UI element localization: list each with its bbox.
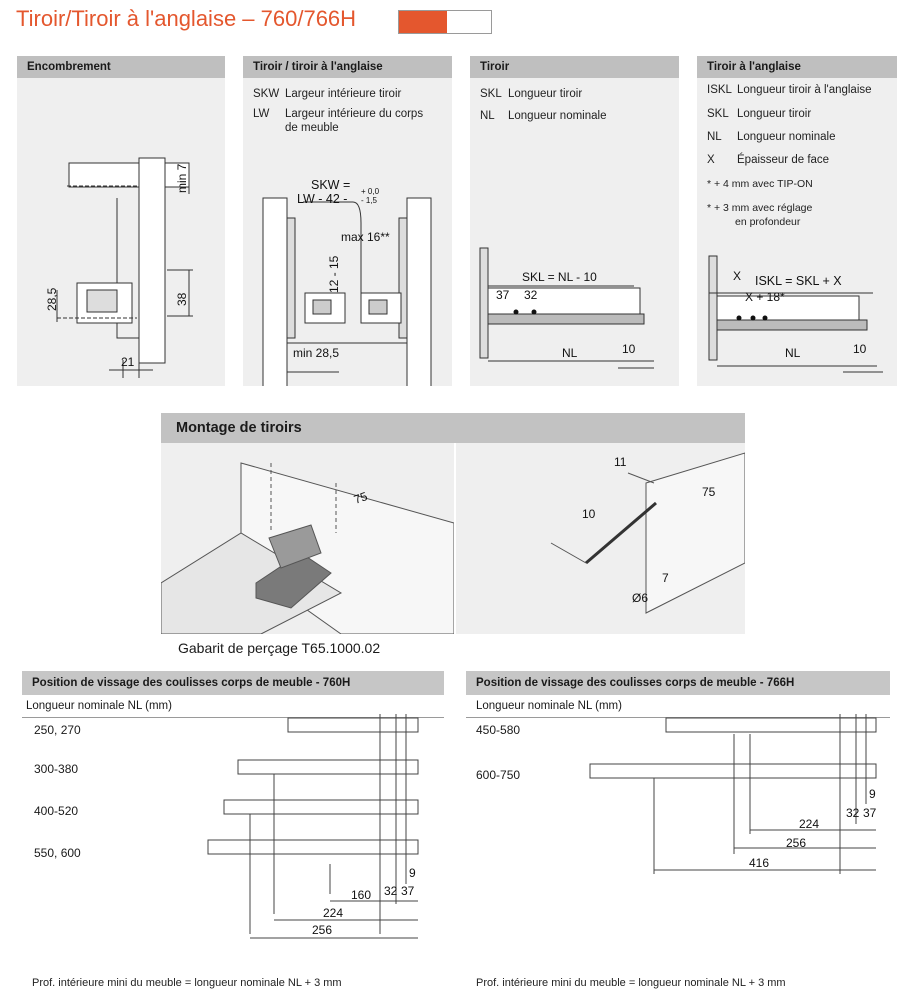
def-code: X <box>707 154 715 166</box>
drilling-template-illustration <box>160 462 455 635</box>
panel-body: min 7 28,5 38 21 <box>17 78 225 386</box>
dim-28-5: 28,5 <box>45 287 59 311</box>
pos760-dim-256: 256 <box>312 923 333 937</box>
pos766-footer: Prof. intérieure mini du meuble = longue… <box>476 977 786 989</box>
tiroir-diagram <box>479 247 654 369</box>
gabarit-caption: Gabarit de perçage T65.1000.02 <box>178 640 381 656</box>
note-reglage: * + 3 mm avec réglage <box>707 202 813 214</box>
dim-37: 37 <box>496 288 510 302</box>
pos766-subtitle: Longueur nominale NL (mm) <box>476 700 622 712</box>
panel-title: Tiroir à l'anglaise <box>697 56 897 78</box>
pos766-dim-416: 416 <box>749 856 770 870</box>
dim-21: 21 <box>121 355 135 369</box>
def-code: ISKL <box>707 84 732 96</box>
drilling-detail-illustration <box>550 452 746 614</box>
dim-min28-5: min 28,5 <box>293 346 340 360</box>
pos760-rule <box>22 717 444 718</box>
montage-right-illustration: 11 10 75 7 Ø6 <box>456 443 746 634</box>
dim-12-15: 12 - 15 <box>327 255 341 293</box>
def-code: SKL <box>480 88 502 100</box>
note-tipon: * + 4 mm avec TIP-ON <box>707 178 813 190</box>
def-text: Longueur tiroir à l'anglaise <box>737 84 872 96</box>
def-code: LW <box>253 108 270 120</box>
def-code: SKW <box>253 88 280 100</box>
formula-lw: LW - 42 - <box>297 192 348 206</box>
pos760-dim-160: 160 <box>351 888 372 902</box>
pos760-dim-32: 32 <box>384 884 398 898</box>
def-code: SKL <box>707 108 729 120</box>
pos760-row: 400-520 <box>34 804 79 818</box>
def-text: Longueur nominale <box>737 131 836 143</box>
dim-38: 38 <box>175 292 189 306</box>
pos766-dim-224: 224 <box>799 817 820 831</box>
pos766-row: 600-750 <box>476 768 521 782</box>
dim-7: 7 <box>662 571 669 585</box>
pos760-dim-224: 224 <box>323 906 344 920</box>
dim-nl: NL <box>785 346 801 360</box>
panel-title: Tiroir <box>470 56 679 78</box>
panel-body: ISKL Longueur tiroir à l'anglaise SKL Lo… <box>697 78 897 386</box>
tol-top: + 0,0 <box>361 187 380 196</box>
def-code: NL <box>480 110 495 122</box>
tiroir-dims-diagram <box>262 197 432 386</box>
pos760-subtitle: Longueur nominale NL (mm) <box>26 700 172 712</box>
legend-bar-fill <box>399 11 447 33</box>
montage-title: Montage de tiroirs <box>161 413 745 443</box>
tiroir-anglaise-diagram <box>708 255 883 373</box>
panel-title: Encombrement <box>17 56 225 78</box>
pos760-dim-9: 9 <box>409 866 416 880</box>
dim-iskl: ISKL = SKL + X <box>755 274 842 288</box>
pos766-dim-256: 256 <box>786 836 807 850</box>
def-text: Longueur nominale <box>508 110 607 122</box>
def-text: Épaisseur de face <box>737 154 830 166</box>
montage-left-illustration: 75 <box>160 443 455 635</box>
dim-min7: min 7 <box>175 163 189 193</box>
dim-max16: max 16** <box>341 230 390 244</box>
dim-10: 10 <box>582 507 596 521</box>
page-title: Tiroir/Tiroir à l'anglaise – 760/766H <box>16 6 357 31</box>
panel-tiroir: Tiroir SKL Longueur tiroir NL Longueur n… <box>470 56 679 386</box>
pos760-row: 300-380 <box>34 762 79 776</box>
dim-skl: SKL = NL - 10 <box>522 270 597 284</box>
panel-body: SKL Longueur tiroir NL Longueur nominale… <box>470 78 679 386</box>
def-text: Largeur intérieure tiroir <box>285 88 402 100</box>
pos766-dim-32: 32 <box>846 806 860 820</box>
panel-tiroir-dims: Tiroir / tiroir à l'anglaise SKW Largeur… <box>243 56 452 386</box>
pos760-title: Position de vissage des coulisses corps … <box>22 671 444 695</box>
dim-x: X <box>733 269 742 283</box>
dim-x18: X + 18* <box>745 290 785 304</box>
tol-bot: - 1,5 <box>361 196 378 205</box>
formula-skw: SKW = <box>311 178 351 192</box>
pos760-row: 250, 270 <box>34 723 81 737</box>
def-text: Longueur tiroir <box>508 88 583 100</box>
def-text: Largeur intérieure du corps <box>285 108 424 120</box>
dim-10: 10 <box>853 342 867 356</box>
dim-10: 10 <box>622 342 636 356</box>
pos766-row: 450-580 <box>476 723 521 737</box>
pos760-footer: Prof. intérieure mini du meuble = longue… <box>32 977 342 989</box>
def-text: Longueur tiroir <box>737 108 812 120</box>
pos766-dim-9: 9 <box>869 787 876 801</box>
dim-nl: NL <box>562 346 578 360</box>
def-code: NL <box>707 131 722 143</box>
panel-encombrement: Encombrement min 7 28,5 38 <box>17 56 225 386</box>
dim-11: 11 <box>614 455 627 469</box>
pos766-dim-37: 37 <box>863 806 877 820</box>
panel-tiroir-anglaise: Tiroir à l'anglaise ISKL Longueur tiroir… <box>697 56 897 386</box>
dim-6: Ø6 <box>632 591 649 605</box>
legend-bar <box>398 10 492 34</box>
panel-title: Tiroir / tiroir à l'anglaise <box>243 56 452 78</box>
pos760-dim-37: 37 <box>401 884 415 898</box>
pos760-diagram <box>207 714 419 939</box>
pos766-title: Position de vissage des coulisses corps … <box>466 671 890 695</box>
encombrement-diagram <box>56 157 193 378</box>
note-profondeur: en profondeur <box>735 216 801 228</box>
pos766-diagram <box>589 714 877 874</box>
dim-32: 32 <box>524 288 538 302</box>
panel-body: SKW Largeur intérieure tiroir LW Largeur… <box>243 78 452 386</box>
pos760-row: 550, 600 <box>34 846 81 860</box>
def-text: de meuble <box>285 122 339 134</box>
dim-75: 75 <box>702 485 716 499</box>
